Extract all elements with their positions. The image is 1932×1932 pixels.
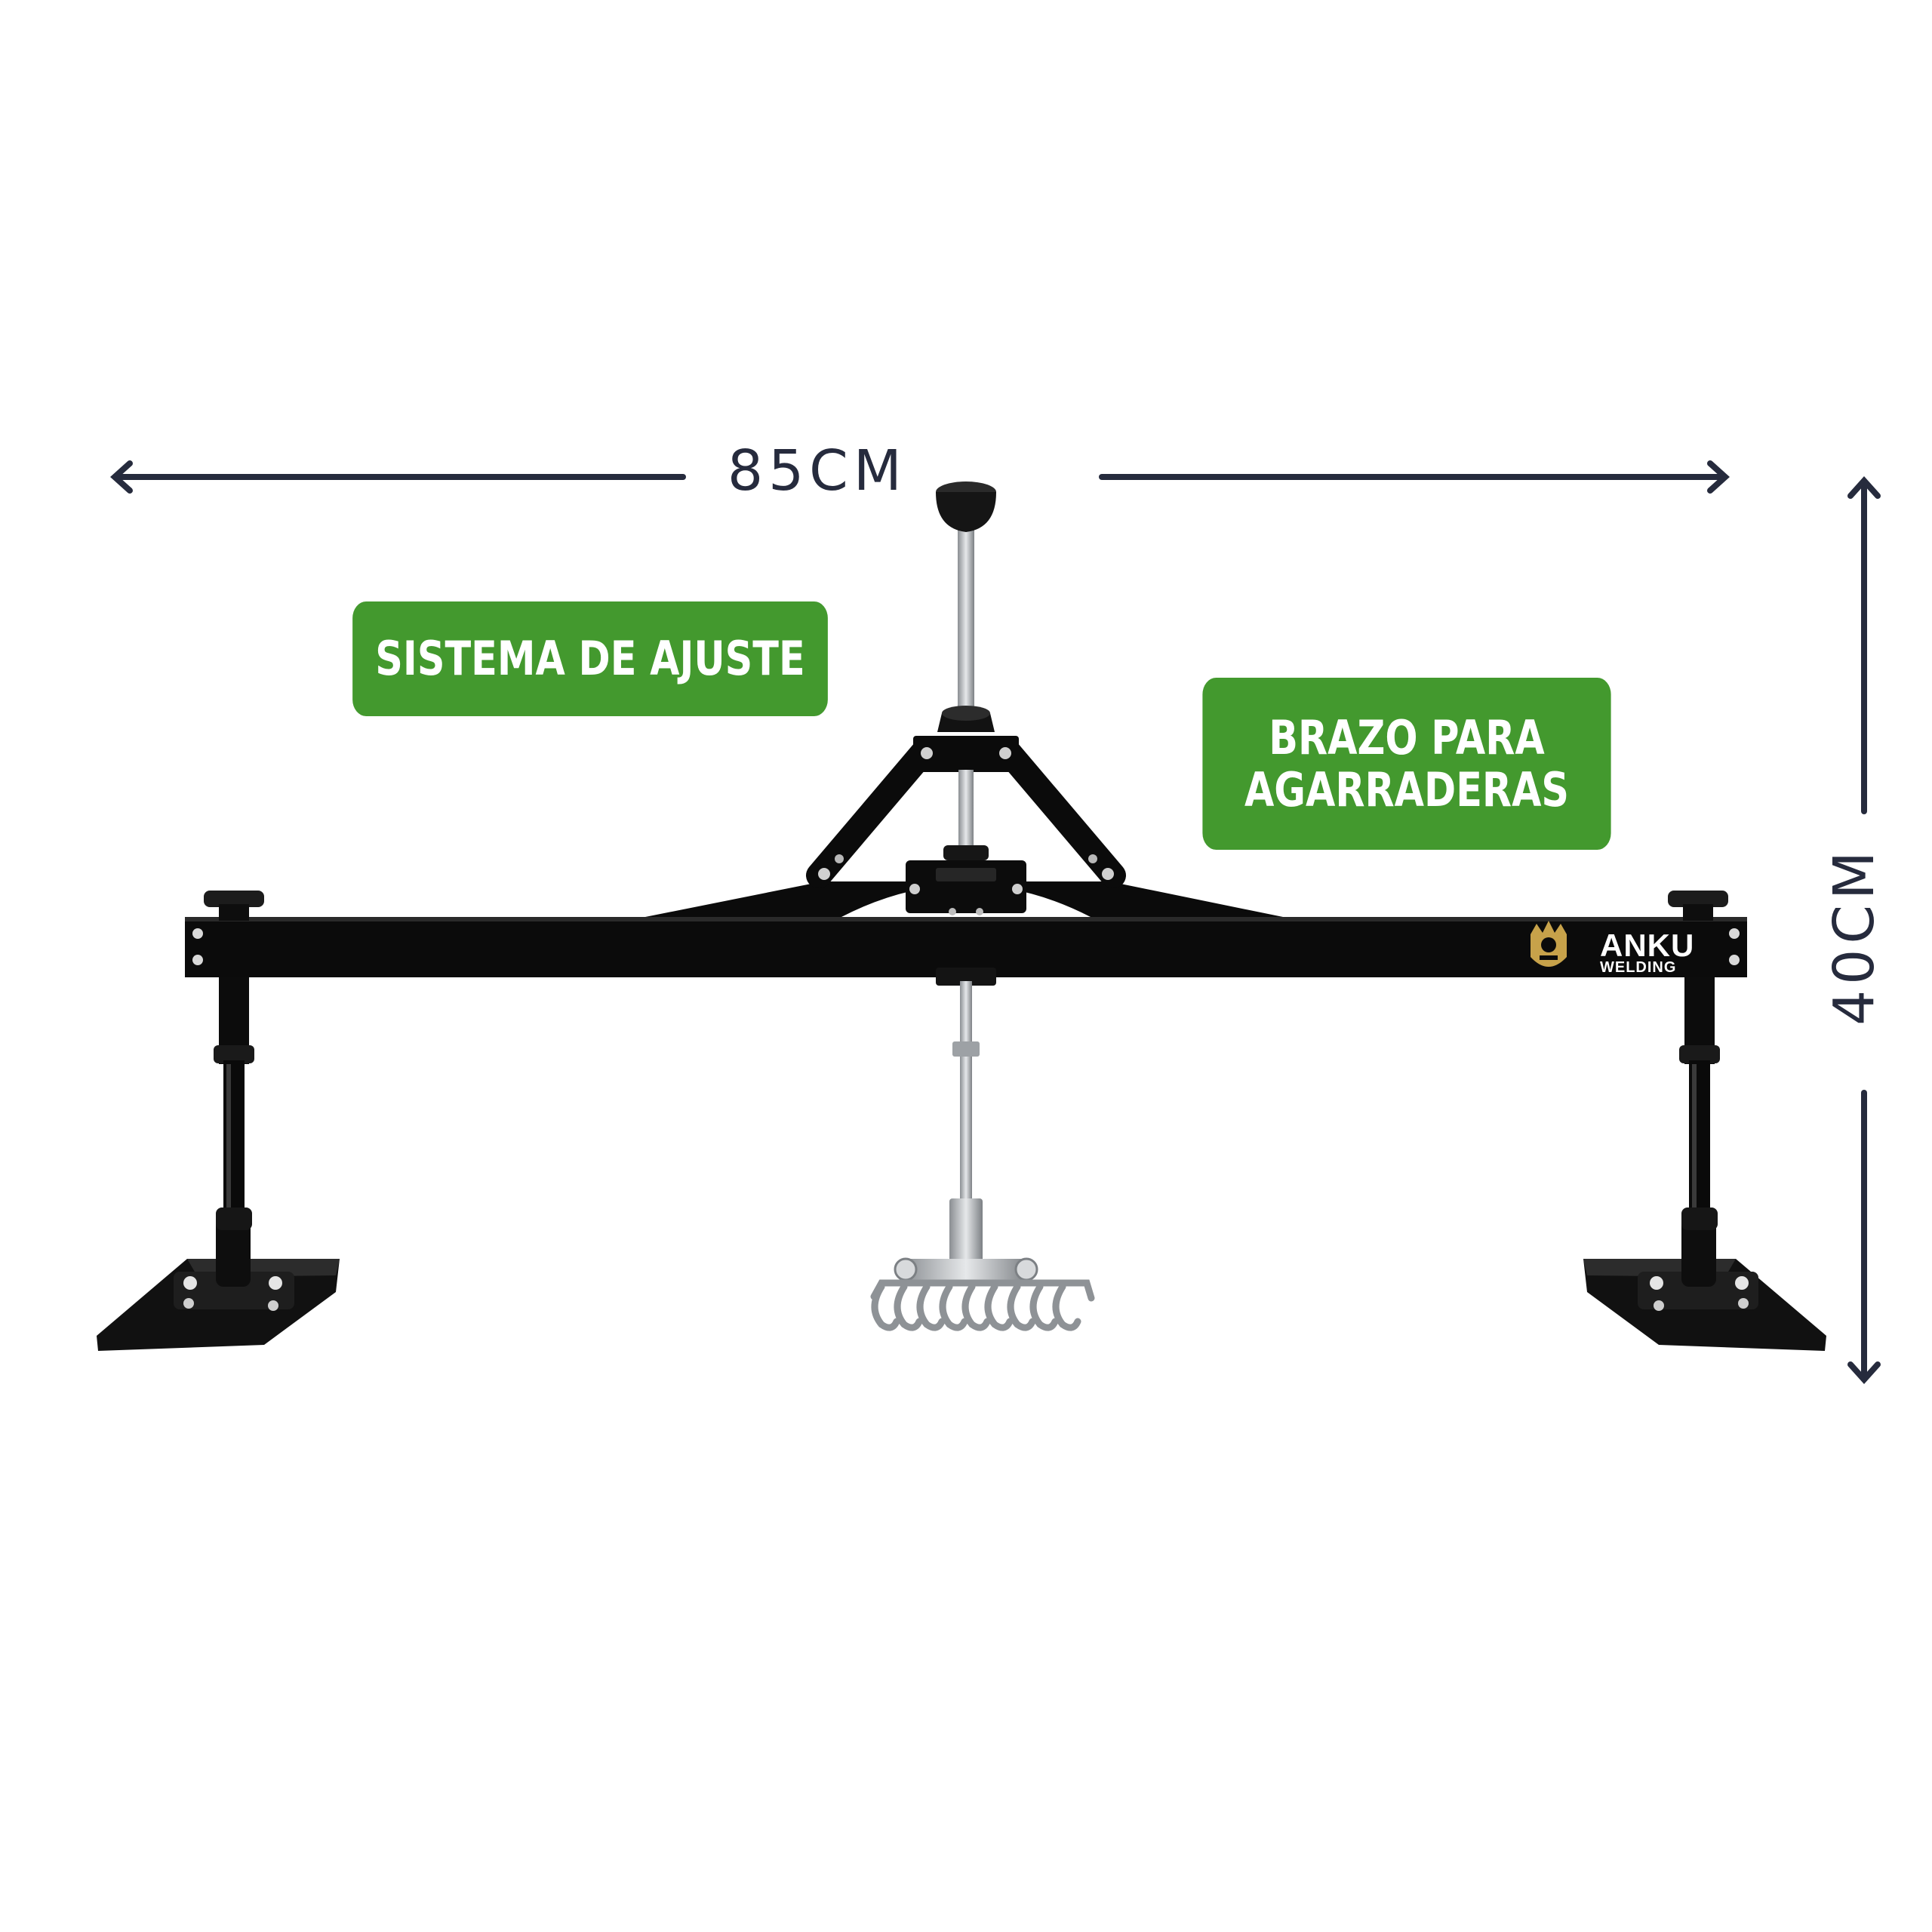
left-leg-knob <box>204 891 264 921</box>
right-leg-knob <box>1668 891 1728 921</box>
width-dimension-label: 85CM <box>728 438 907 503</box>
a-frame <box>806 736 1126 888</box>
grab-arm-label-line1: BRAZO PARA <box>1269 709 1545 765</box>
main-beam <box>185 917 1747 986</box>
logo-crest-icon <box>1531 921 1567 967</box>
adjust-system-label: SISTEMA DE AJUSTE <box>375 631 805 687</box>
right-base-plate <box>1583 1211 1826 1351</box>
pulling-arm <box>894 981 1038 1281</box>
height-dimension-label: 40CM <box>1822 846 1887 1026</box>
left-leg <box>214 974 254 1230</box>
brand-subtitle: WELDING <box>1600 959 1677 976</box>
height-dimension-line <box>1847 476 1881 1384</box>
grab-arm-label-line2: AGARRADERAS <box>1244 762 1570 817</box>
left-base-plate <box>97 1211 340 1351</box>
adjustment-screw <box>906 481 1026 915</box>
right-leg <box>1679 974 1720 1230</box>
width-dimension-line <box>110 460 1730 494</box>
claw-hooks <box>870 1279 1095 1331</box>
grab-arm-callout: BRAZO PARA AGARRADERAS <box>1202 678 1611 850</box>
brand-name: ANKU <box>1600 928 1695 963</box>
adjust-system-callout: SISTEMA DE AJUSTE <box>352 601 828 716</box>
